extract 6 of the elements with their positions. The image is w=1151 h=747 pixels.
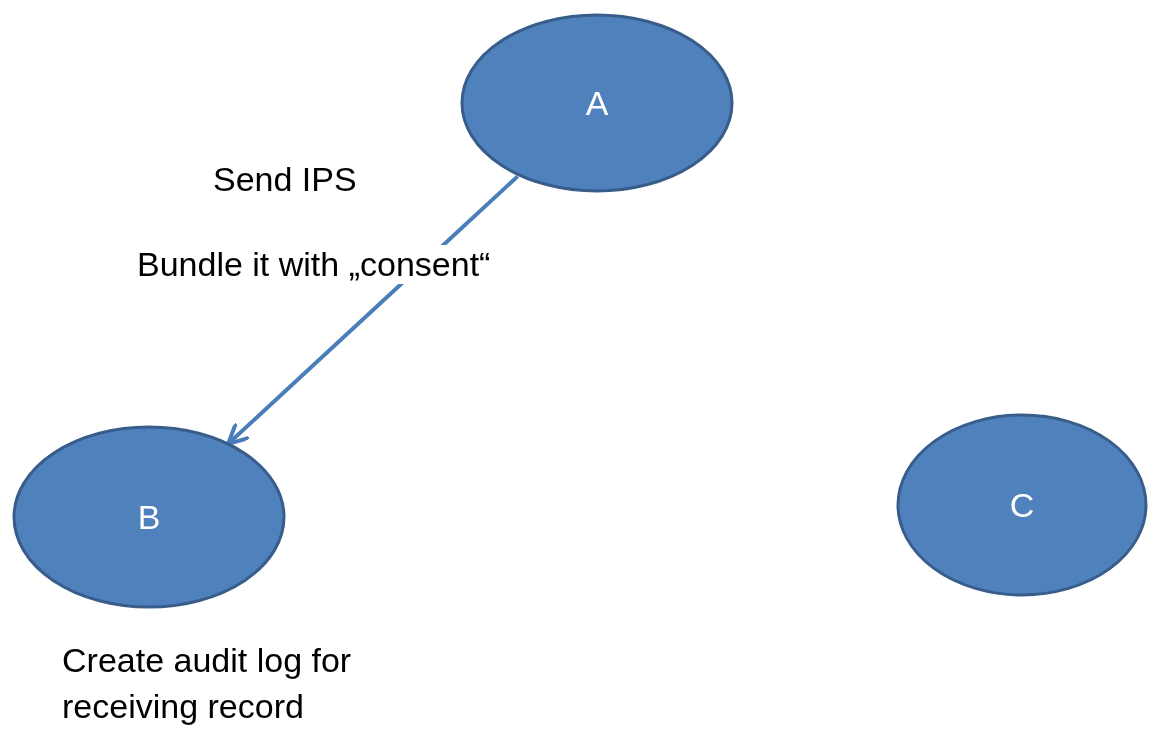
node-label: B bbox=[137, 497, 161, 537]
edge-label: Send IPS bbox=[213, 160, 357, 199]
node-caption: Create audit log for receiving record bbox=[62, 640, 353, 727]
node-label: A bbox=[585, 83, 609, 123]
node-label: C bbox=[1009, 485, 1035, 525]
note-text: Bundle it with „consent“ bbox=[137, 245, 491, 284]
